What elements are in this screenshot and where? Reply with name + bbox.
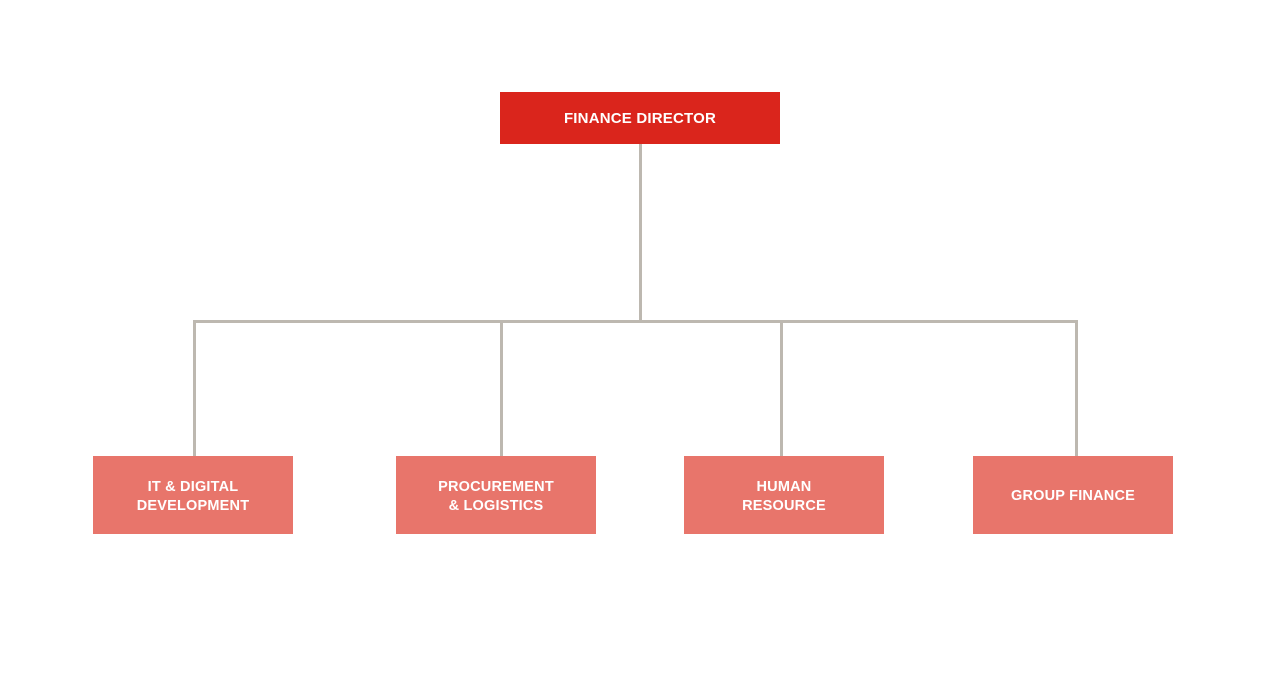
connector-root-stem	[639, 144, 642, 322]
org-node-root[interactable]: FINANCE DIRECTOR	[500, 92, 780, 144]
org-node-it-digital-development[interactable]: IT & DIGITAL DEVELOPMENT	[93, 456, 293, 534]
org-node-label-2: PROCUREMENT & LOGISTICS	[438, 479, 554, 514]
connector-stub-1	[193, 320, 196, 456]
org-node-label-4: GROUP FINANCE	[1011, 488, 1135, 504]
org-node-label-1: IT & DIGITAL DEVELOPMENT	[136, 479, 250, 514]
connector-stub-2	[500, 320, 503, 456]
connector-stub-3	[780, 320, 783, 456]
org-node-group-finance[interactable]: GROUP FINANCE	[973, 456, 1173, 534]
connector-stub-4	[1075, 320, 1078, 456]
connector-horizontal-bus	[193, 320, 1078, 323]
org-node-label-3: HUMAN RESOURCE	[742, 479, 826, 514]
org-node-human-resource[interactable]: HUMAN RESOURCE	[684, 456, 884, 534]
org-node-root-label: FINANCE DIRECTOR	[563, 109, 717, 127]
org-node-procurement-logistics[interactable]: PROCUREMENT & LOGISTICS	[396, 456, 596, 534]
